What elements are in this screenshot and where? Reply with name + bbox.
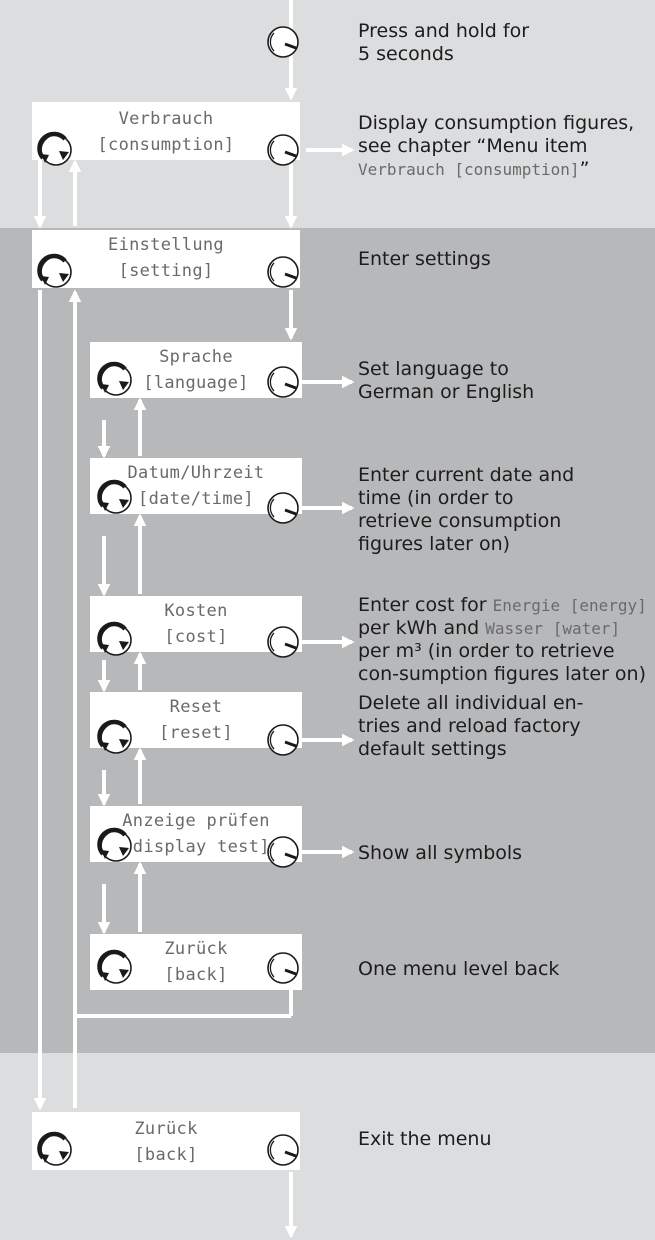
rotate-knob-icon [39,256,71,287]
connector-lines [33,0,355,1239]
rotate-knob-icon [99,624,131,655]
desc-datum: Enter current date and time (in order to… [358,464,575,555]
display-line-1: Zurück [134,1119,198,1139]
display-sprache: Sprache [language] [90,342,302,398]
rotary-knob-icon [266,1133,300,1167]
rotary-knob-icon [266,365,300,399]
desc-text: per m³ (in order to retrieve con-sumptio… [358,640,646,685]
rotary-knob-icon [266,835,300,869]
rotate-knob-icon [99,952,131,983]
display-line-1: Kosten [164,601,228,621]
desc-text: ” [579,158,590,180]
rotary-knob-icon [266,133,300,167]
rotary-knob-icon [266,255,300,289]
display-line-1: Einstellung [108,235,224,255]
desc-press: Press and hold for 5 seconds [358,20,529,65]
rotate-knob-icon [99,830,131,861]
desc-text: Enter cost for [358,594,493,616]
display-line-2: [date/time] [138,489,254,509]
display-line-2: [cost] [164,627,228,647]
desc-kosten: Enter cost for Energie [energy] per kWh … [358,594,650,686]
desc-zurueck-outer: Exit the menu [358,1128,492,1150]
display-line-2: [setting] [118,261,214,281]
desc-reset: Delete all individual en-tries and reloa… [358,692,584,760]
desc-mono: Energie [energy] [492,596,647,615]
display-line-1: Sprache [159,347,233,367]
rotate-knob-icon [39,1134,71,1165]
display-line-2: [display test] [122,837,270,857]
display-line-2: [reset] [159,723,233,743]
desc-sprache: Set language to German or English [358,358,535,403]
desc-verbrauch: Display consumption figures, see chapter… [358,112,650,181]
display-line-1: Zurück [164,939,228,959]
desc-mono: Wasser [water] [485,619,621,638]
display-line-2: [language] [143,373,249,393]
rotate-knob-icon [99,482,131,513]
rotary-knob-icon [266,723,300,757]
rotary-knob-icon [266,25,300,59]
display-kosten: Kosten [cost] [90,596,302,652]
display-einstellung: Einstellung [setting] [32,230,300,288]
rotary-knob-icon [266,951,300,985]
display-line-1: Anzeige prüfen [122,811,270,831]
display-line-1: Verbrauch [118,109,214,129]
rotate-knob-icon [39,134,71,165]
display-zurueck-outer: Zurück [back] [32,1112,300,1170]
rotate-knob-icon [99,364,131,395]
rotary-knob-icon [266,625,300,659]
display-line-2: [back] [164,965,228,985]
display-line-1: Datum/Uhrzeit [127,463,265,483]
desc-text: Display consumption figures, see chapter… [358,112,635,157]
display-line-2: [consumption] [97,135,235,155]
display-line-2: [back] [134,1145,198,1165]
desc-mono: Verbrauch [consumption] [358,160,580,179]
desc-text: per kWh and [358,617,486,639]
rotary-knob-icon [266,491,300,525]
rotate-knob-icon [99,722,131,753]
display-verbrauch: Verbrauch [consumption] [32,102,300,160]
desc-zurueck-inner: One menu level back [358,958,560,980]
display-line-1: Reset [169,697,223,717]
desc-anzeige: Show all symbols [358,842,523,864]
desc-einstellung: Enter settings [358,248,491,270]
display-reset: Reset [reset] [90,692,302,748]
